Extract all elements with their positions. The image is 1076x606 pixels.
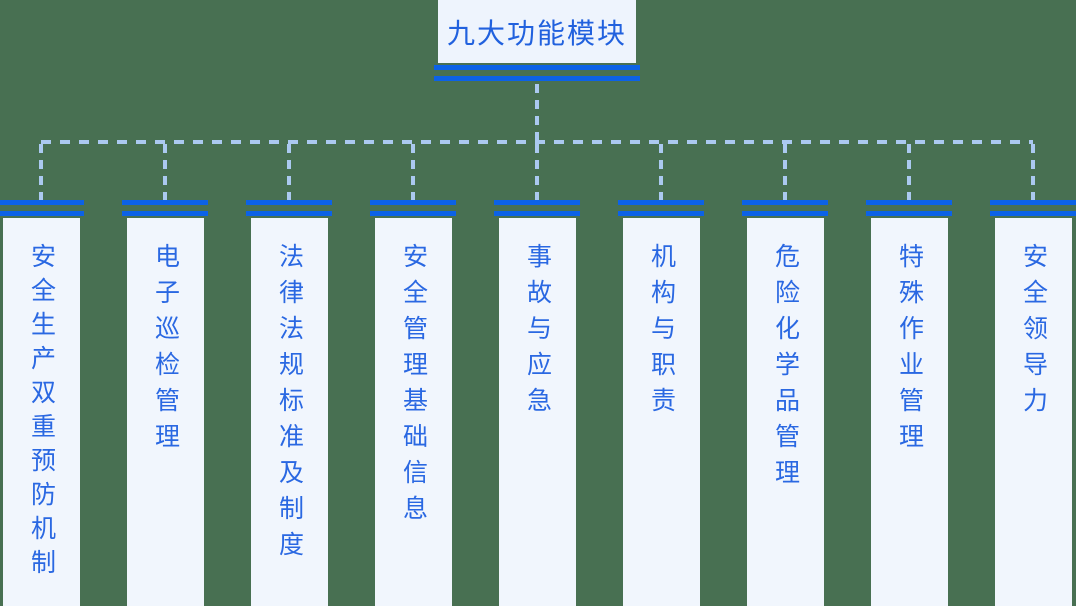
column-top-bar [370, 211, 456, 216]
root-node-group: 九大功能模块 [434, 0, 640, 81]
module-column-6: 机构与职责 [618, 144, 704, 606]
column-drop-dashed-line [287, 144, 291, 200]
module-label: 安全领导力 [1019, 243, 1048, 423]
module-column-4: 安全管理基础信息 [370, 144, 456, 606]
root-underline-bar-bottom [434, 76, 640, 81]
column-top-bar [246, 200, 332, 205]
module-label: 特殊作业管理 [895, 243, 924, 459]
module-label: 电子巡检管理 [151, 243, 180, 459]
module-column-body: 机构与职责 [622, 218, 700, 606]
module-column-body: 法律法规标准及制度 [250, 218, 328, 606]
column-top-bar [618, 200, 704, 205]
column-top-bar [866, 211, 952, 216]
module-column-body: 安全管理基础信息 [374, 218, 452, 606]
module-column-body: 安全领导力 [994, 218, 1072, 606]
column-top-bar [122, 200, 208, 205]
module-column-9: 安全领导力 [990, 144, 1076, 606]
column-top-bar [494, 211, 580, 216]
module-column-body: 安全生产双重预防机制 [2, 218, 80, 606]
column-drop-dashed-line [411, 144, 415, 200]
module-label: 安全生产双重预防机制 [27, 243, 56, 583]
module-label: 安全管理基础信息 [399, 243, 428, 531]
column-top-bar [494, 200, 580, 205]
module-label: 危险化学品管理 [771, 243, 800, 495]
column-drop-dashed-line [163, 144, 167, 200]
module-column-2: 电子巡检管理 [122, 144, 208, 606]
module-column-body: 特殊作业管理 [870, 218, 948, 606]
root-connector-dashed-line [535, 84, 539, 141]
column-top-bar [122, 211, 208, 216]
module-column-body: 电子巡检管理 [126, 218, 204, 606]
module-column-body: 危险化学品管理 [746, 218, 824, 606]
module-column-1: 安全生产双重预防机制 [0, 144, 84, 606]
module-column-5: 事故与应急 [494, 144, 580, 606]
module-label: 事故与应急 [523, 243, 552, 423]
column-top-bar [0, 200, 84, 205]
root-node-label: 九大功能模块 [446, 17, 627, 49]
column-top-bar [0, 211, 84, 216]
column-drop-dashed-line [907, 144, 911, 200]
column-drop-dashed-line [1031, 144, 1035, 200]
column-top-bar [618, 211, 704, 216]
column-drop-dashed-line [783, 144, 787, 200]
module-label: 法律法规标准及制度 [275, 243, 304, 567]
column-top-bar [990, 211, 1076, 216]
column-top-bar [246, 211, 332, 216]
root-underline-bar-top [434, 65, 640, 70]
module-column-7: 危险化学品管理 [742, 144, 828, 606]
column-top-bar [990, 200, 1076, 205]
module-column-body: 事故与应急 [498, 218, 576, 606]
column-drop-dashed-line [535, 144, 539, 200]
connector-rail-dashed-line [41, 140, 1033, 144]
module-label: 机构与职责 [647, 243, 676, 423]
column-top-bar [370, 200, 456, 205]
column-drop-dashed-line [39, 144, 43, 200]
root-node: 九大功能模块 [438, 0, 636, 63]
module-column-3: 法律法规标准及制度 [246, 144, 332, 606]
column-top-bar [742, 200, 828, 205]
module-column-8: 特殊作业管理 [866, 144, 952, 606]
column-drop-dashed-line [659, 144, 663, 200]
column-top-bar [866, 200, 952, 205]
column-top-bar [742, 211, 828, 216]
